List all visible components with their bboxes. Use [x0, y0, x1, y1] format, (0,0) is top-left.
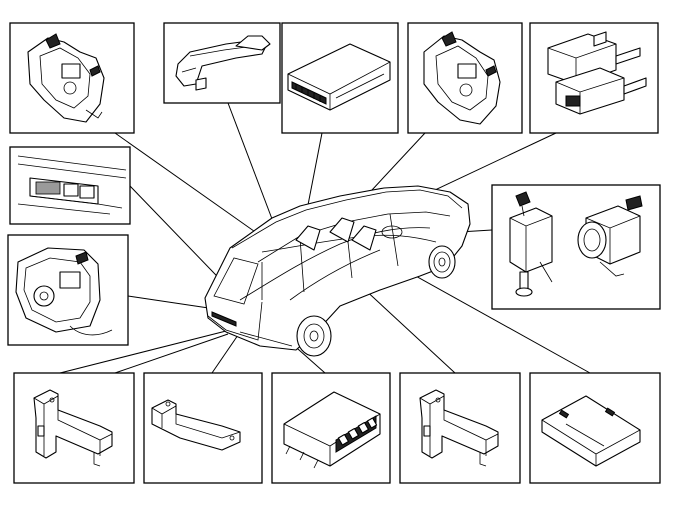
leader-10 [114, 333, 229, 374]
front-wheel [428, 245, 456, 279]
brake-switch-icon [509, 191, 553, 297]
panel-solenoid-valve [529, 22, 659, 134]
control-module-icon [283, 391, 381, 469]
panel-control-module-bottom [271, 372, 391, 484]
rear-wheel [296, 315, 332, 357]
panel-switch-panel [9, 146, 131, 225]
panel-antenna-bottom-1 [13, 372, 135, 484]
switch-panel-icon [17, 155, 127, 215]
panel-antenna-bottom-4 [399, 372, 521, 484]
panel-sensor-bottom-right [529, 372, 661, 484]
panel-tailgate-lock-top-left [9, 22, 135, 134]
panel-door-handle [163, 22, 281, 104]
sensor-icon [541, 395, 641, 467]
panel-control-module-top [281, 22, 399, 134]
car-body [204, 185, 471, 351]
leader-2 [227, 102, 281, 241]
lock-motor-icon [27, 33, 105, 123]
brake-switch-icon [577, 195, 643, 277]
car-illustration [204, 185, 471, 357]
panel-rear-lock-motor [7, 234, 129, 346]
panel-brake-light-switches [491, 184, 661, 310]
lock-motor-icon [15, 247, 113, 336]
door-handle-icon [175, 35, 271, 91]
antenna-bracket-icon [33, 389, 113, 467]
antenna-bracket-icon [151, 399, 241, 451]
panel-door-lock-top [407, 22, 523, 134]
antenna-bracket-icon [419, 389, 499, 467]
leader-1 [114, 132, 269, 242]
lock-motor-icon [423, 31, 501, 125]
solenoid-icon [547, 31, 647, 115]
leader-9 [59, 329, 231, 374]
control-module-icon [287, 43, 391, 111]
panel-antenna-bottom-2 [143, 372, 263, 484]
